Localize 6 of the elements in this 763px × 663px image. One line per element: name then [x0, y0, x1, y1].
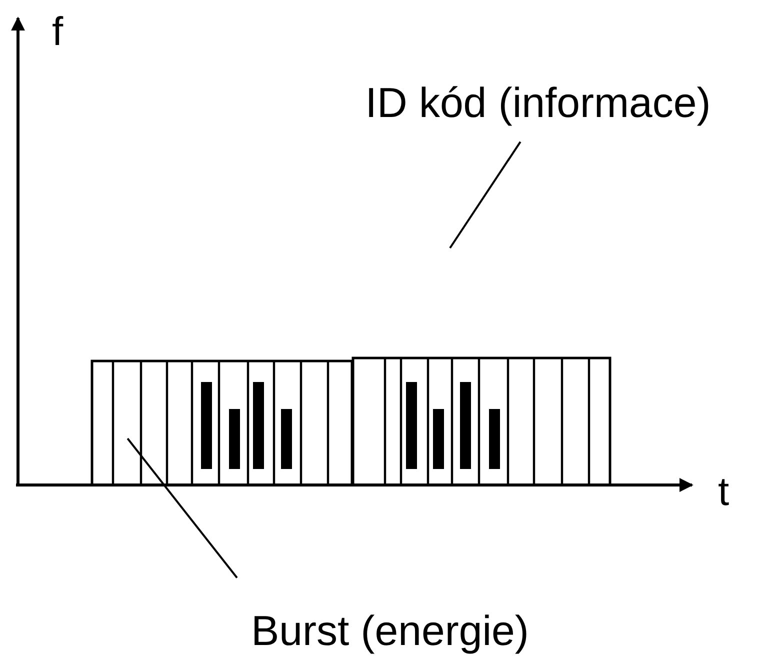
leader-line	[126, 438, 238, 578]
axis-label: f	[52, 12, 64, 52]
leader-line	[449, 141, 522, 249]
annotation-text: ID kód (informace)	[364, 82, 712, 124]
annotation-text: Burst (energie)	[250, 610, 530, 652]
axis-label: t	[718, 472, 730, 512]
